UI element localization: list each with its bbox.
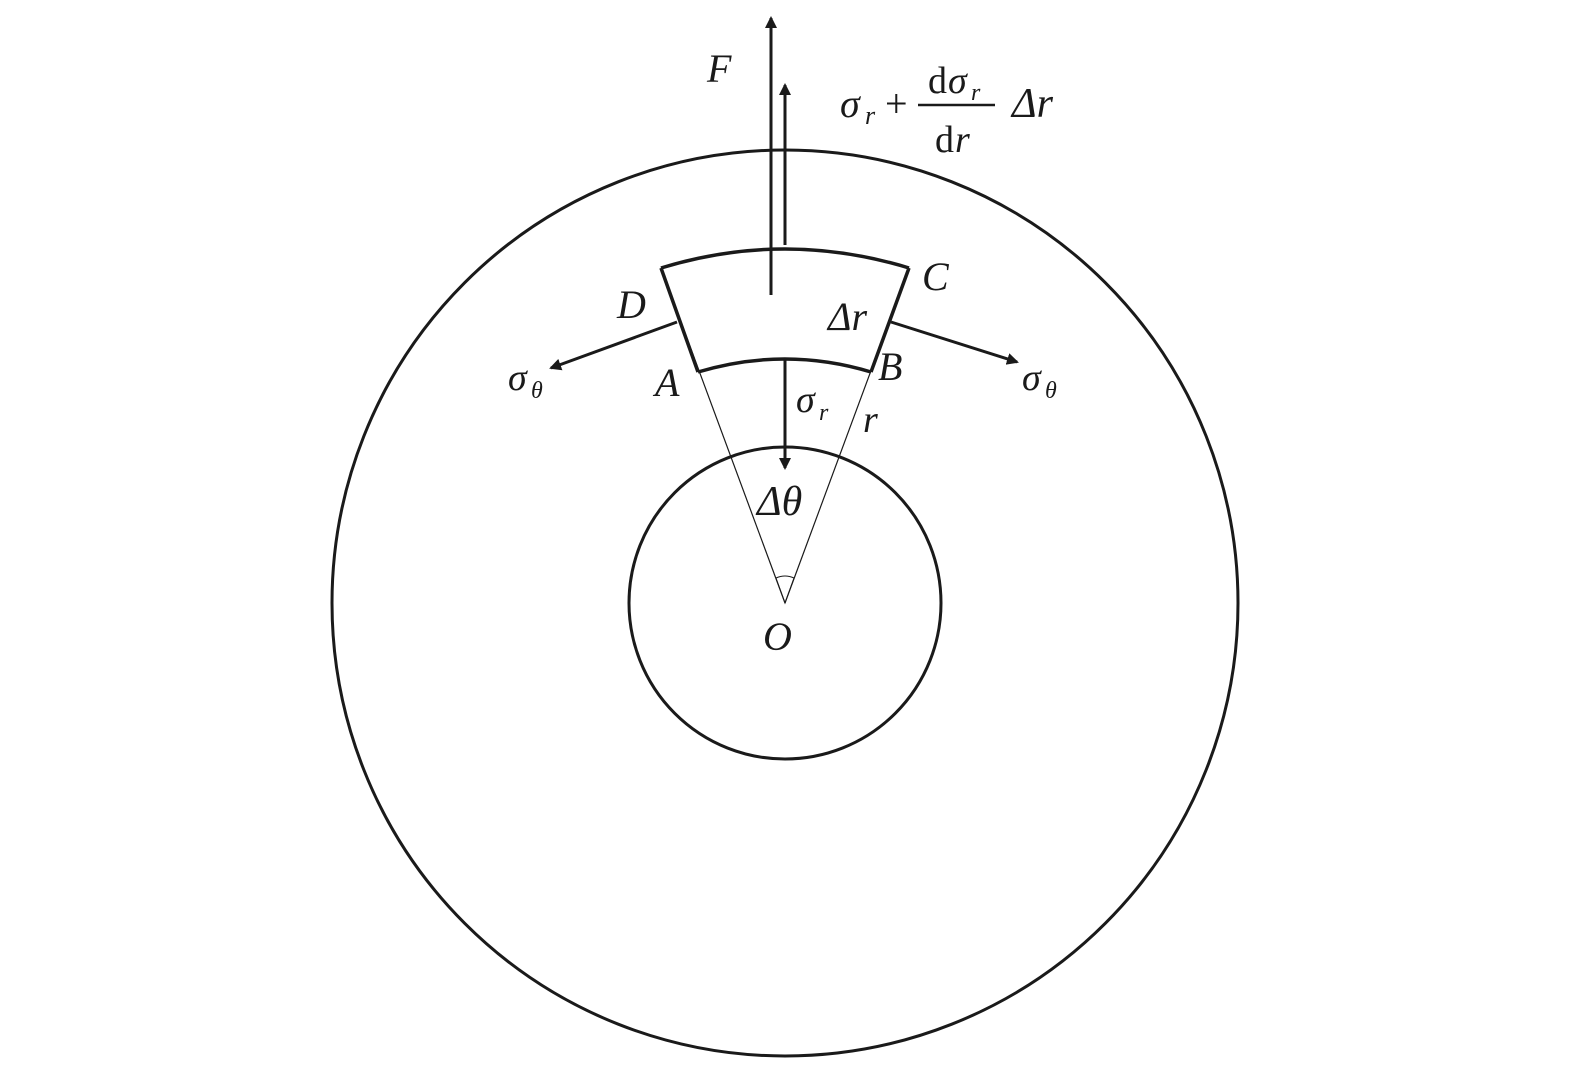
point-d-label: D bbox=[616, 282, 646, 327]
radius-label: r bbox=[863, 399, 878, 441]
outer-stress-formula: σ r + d σ r d r Δr bbox=[840, 60, 1054, 161]
hoop-stress-arrow-left bbox=[549, 320, 678, 371]
svg-text:θ: θ bbox=[1045, 378, 1057, 404]
element-inner-arc-ab bbox=[697, 357, 872, 374]
svg-text:σ: σ bbox=[1022, 357, 1042, 399]
svg-text:σ: σ bbox=[508, 357, 528, 399]
element-side-bc bbox=[869, 267, 911, 373]
origin-label: O bbox=[763, 614, 792, 659]
formula-plus: + bbox=[885, 81, 908, 126]
delta-r-label: Δr bbox=[826, 294, 867, 339]
element-outer-arc-dc bbox=[660, 247, 910, 270]
formula-denominator-r: r bbox=[955, 119, 970, 161]
point-a-label: A bbox=[652, 360, 680, 405]
point-c-label: C bbox=[922, 254, 950, 299]
formula-denominator-d: d bbox=[935, 119, 954, 161]
hoop-stress-label-right: σ θ bbox=[1022, 357, 1057, 404]
element-side-ad bbox=[659, 267, 700, 373]
force-label: F bbox=[706, 46, 732, 91]
hoop-stress-arrow-right bbox=[890, 320, 1019, 365]
formula-numerator-subscript: r bbox=[971, 80, 981, 106]
svg-text:r: r bbox=[819, 400, 829, 426]
point-b-label: B bbox=[878, 344, 902, 389]
formula-delta-r: Δr bbox=[1010, 81, 1054, 127]
formula-sigma: σ bbox=[840, 81, 861, 126]
formula-sigma-subscript: r bbox=[865, 101, 876, 130]
formula-numerator-d: d bbox=[928, 60, 947, 102]
angle-mark bbox=[775, 575, 795, 605]
hoop-stress-label-left: σ θ bbox=[508, 357, 543, 404]
delta-theta-label: Δθ bbox=[755, 479, 802, 525]
svg-text:σ: σ bbox=[796, 379, 816, 421]
formula-numerator-sigma: σ bbox=[948, 60, 968, 102]
svg-text:θ: θ bbox=[531, 378, 543, 404]
radial-stress-label-inner: σ r bbox=[796, 379, 829, 426]
